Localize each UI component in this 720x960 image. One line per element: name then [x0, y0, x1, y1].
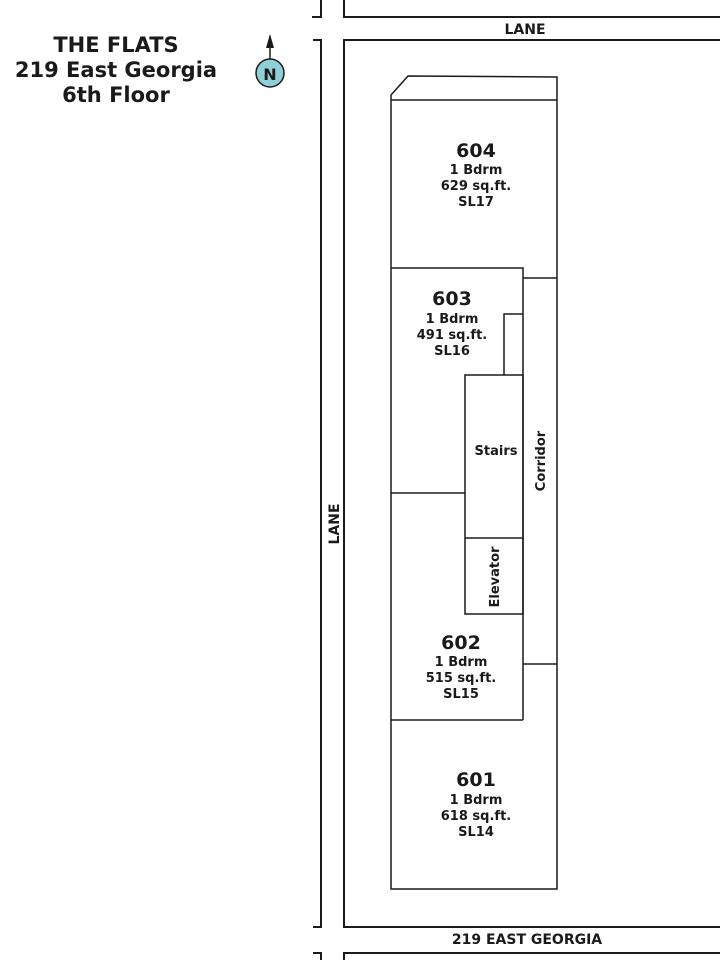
corridor-label: Corridor [534, 430, 549, 491]
unit-strata-lot: SL15 [443, 687, 479, 702]
unit-bedrooms: 1 Bdrm [450, 163, 503, 178]
unit-strata-lot: SL16 [434, 344, 470, 359]
building-name: THE FLATS [53, 33, 179, 57]
building-address: 219 East Georgia [14, 58, 218, 82]
unit-number: 602 [441, 632, 481, 654]
unit-bedrooms: 1 Bdrm [426, 312, 479, 327]
unit-strata-lot: SL14 [458, 825, 494, 840]
building-outline [390, 75, 558, 890]
elevator-label: Elevator [488, 546, 503, 608]
street-label-bottom: 219 EAST GEORGIA [452, 932, 602, 948]
lot-corner-bottom-right [343, 952, 720, 960]
lot-corner-bottom-left [313, 952, 322, 960]
shaft-wall [503, 313, 523, 375]
unit-strata-lot: SL17 [458, 195, 494, 210]
unit-number: 601 [456, 769, 496, 791]
unit-bedrooms: 1 Bdrm [435, 655, 488, 670]
north-compass-icon: N [255, 34, 285, 88]
lot-corner-top-left [312, 0, 322, 18]
unit-area: 618 sq.ft. [441, 809, 511, 824]
lot-boundaries [312, 0, 720, 960]
unit-number: 604 [456, 140, 496, 162]
unit-number: 603 [432, 288, 472, 310]
unit-area: 629 sq.ft. [441, 179, 511, 194]
lot-edge-left [313, 39, 322, 928]
unit-604: 604 1 Bdrm 629 sq.ft. SL17 [441, 140, 511, 210]
lot-edge-main [343, 39, 720, 928]
core-box [464, 374, 524, 615]
street-label-left: LANE [327, 503, 343, 544]
street-label-top: LANE [504, 22, 545, 38]
unit-area: 515 sq.ft. [426, 671, 496, 686]
unit-601: 601 1 Bdrm 618 sq.ft. SL14 [441, 769, 511, 840]
lot-corner-top-right [343, 0, 720, 18]
stairs-label: Stairs [475, 444, 518, 459]
building-title-block: THE FLATS 219 East Georgia 6th Floor [0, 33, 232, 108]
unit-area: 491 sq.ft. [417, 328, 487, 343]
unit-602: 602 1 Bdrm 515 sq.ft. SL15 [426, 632, 496, 702]
unit-603: 603 1 Bdrm 491 sq.ft. SL16 [417, 288, 487, 359]
building-perimeter [390, 75, 558, 890]
floor-label: 6th Floor [62, 83, 170, 107]
compass-letter: N [263, 65, 276, 84]
unit-bedrooms: 1 Bdrm [450, 793, 503, 808]
